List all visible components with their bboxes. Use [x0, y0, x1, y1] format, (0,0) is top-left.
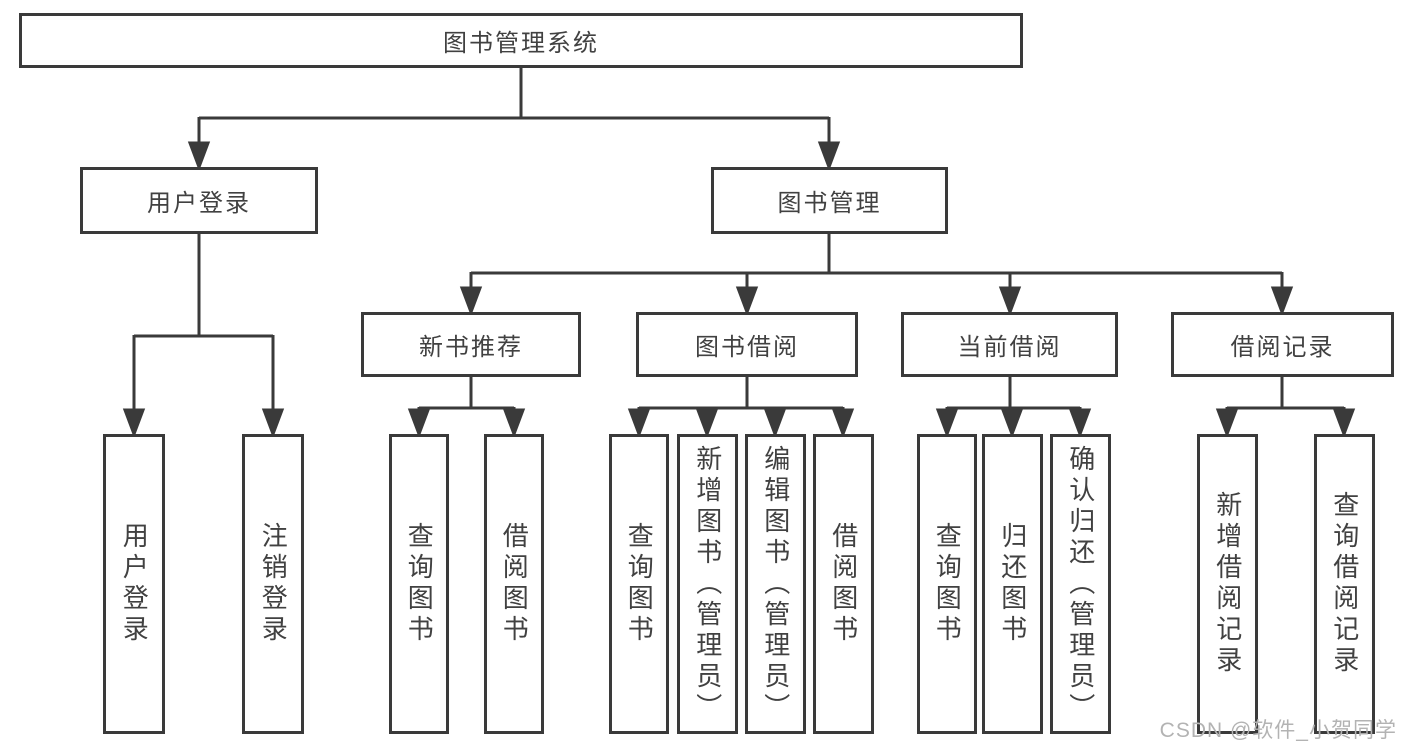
leaf-borrow-books-2: 借阅图书 — [813, 434, 874, 734]
node-label: 注销登录 — [258, 522, 289, 646]
leaf-user-login: 用户登录 — [103, 434, 165, 734]
node-label: 用户登录 — [119, 522, 150, 646]
node-label: 用户登录 — [147, 190, 251, 217]
node-label: 借阅图书 — [499, 522, 530, 646]
leaf-query-books-1: 查询图书 — [389, 434, 449, 734]
leaf-confirm-return-admin: 确认归还（管理员） — [1050, 434, 1111, 734]
leaf-borrow-books-1: 借阅图书 — [484, 434, 544, 734]
leaf-query-borrow-record: 查询借阅记录 — [1314, 434, 1375, 734]
watermark: CSDN @软件_小贺同学 — [1159, 719, 1397, 742]
node-user-login: 用户登录 — [80, 167, 318, 234]
node-book-borrow: 图书借阅 — [636, 312, 858, 377]
node-new-book-recommend: 新书推荐 — [361, 312, 581, 377]
leaf-return-book: 归还图书 — [982, 434, 1043, 734]
node-current-borrow: 当前借阅 — [901, 312, 1118, 377]
node-label: 查询图书 — [404, 522, 435, 646]
leaf-query-books-2: 查询图书 — [609, 434, 669, 734]
node-label: 图书借阅 — [695, 334, 799, 361]
node-root: 图书管理系统 — [19, 13, 1023, 68]
leaf-add-borrow-record: 新增借阅记录 — [1197, 434, 1258, 734]
node-label: 借阅记录 — [1230, 334, 1335, 361]
node-label: 当前借阅 — [957, 334, 1062, 361]
leaf-edit-book-admin: 编辑图书（管理员） — [745, 434, 806, 734]
node-label: 查询借阅记录 — [1329, 491, 1360, 677]
node-label: 查询图书 — [624, 522, 655, 646]
node-label: 编辑图书（管理员） — [760, 444, 791, 724]
node-label: 新增借阅记录 — [1212, 491, 1243, 677]
node-label: 新增图书（管理员） — [692, 444, 723, 724]
node-label: 图书管理 — [777, 190, 882, 217]
node-label: 新书推荐 — [419, 334, 523, 361]
node-label: 图书管理系统 — [443, 30, 599, 57]
node-label: 确认归还（管理员） — [1065, 444, 1096, 724]
leaf-logout: 注销登录 — [242, 434, 304, 734]
node-label: 归还图书 — [997, 522, 1028, 646]
node-label: 查询图书 — [932, 522, 963, 646]
node-book-management: 图书管理 — [711, 167, 948, 234]
leaf-query-books-3: 查询图书 — [917, 434, 977, 734]
leaf-add-book-admin: 新增图书（管理员） — [677, 434, 738, 734]
node-label: 借阅图书 — [828, 522, 859, 646]
node-borrow-records: 借阅记录 — [1171, 312, 1394, 377]
